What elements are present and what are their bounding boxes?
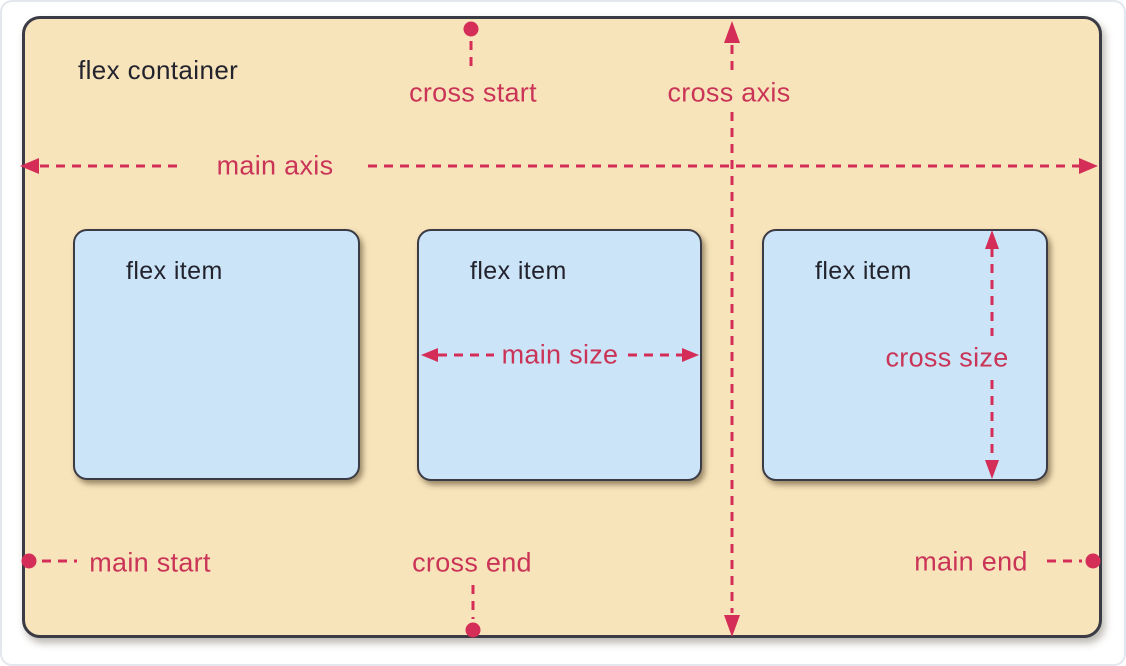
main-start-label: main start: [89, 547, 211, 578]
flex-item-1: flex item: [73, 229, 360, 480]
main-end-label: main end: [914, 546, 1028, 577]
cross-start-label: cross start: [409, 77, 537, 108]
main-axis-label: main axis: [216, 150, 334, 181]
cross-size-label: cross size: [885, 342, 1009, 373]
flex-item-2-label: flex item: [470, 257, 567, 285]
cross-axis-label: cross axis: [667, 77, 791, 108]
flex-item-3: flex item: [762, 229, 1048, 481]
main-size-label: main size: [501, 339, 619, 370]
flex-container-label: flex container: [78, 55, 239, 85]
flex-item-1-label: flex item: [126, 257, 223, 285]
cross-end-label: cross end: [412, 547, 532, 578]
flex-item-3-label: flex item: [815, 257, 912, 285]
